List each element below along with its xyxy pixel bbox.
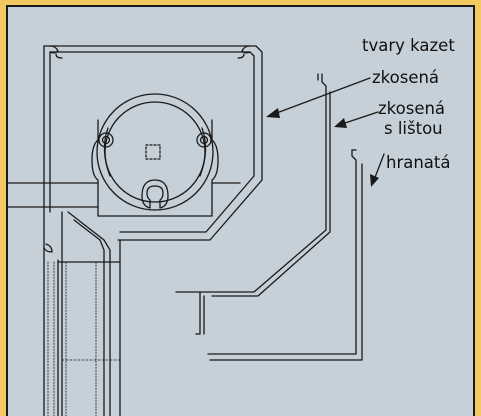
profile-beveled: [175, 73, 331, 335]
label-beveled-with-strip-line1: zkosená: [378, 99, 446, 118]
roller-drum: [91, 93, 219, 217]
label-beveled-with-strip-line2: s lištou: [384, 119, 443, 138]
arrowheads: [266, 108, 379, 187]
label-beveled: zkosená: [372, 68, 440, 87]
guide-rail: [43, 211, 121, 416]
leader-arrows: [273, 77, 385, 181]
diagram-title: tvary kazet: [362, 36, 455, 55]
profile-square: [207, 149, 363, 361]
label-square: hranatá: [386, 153, 451, 172]
axle-line: [7, 182, 241, 208]
cassette-housing: [43, 45, 263, 263]
diagram-panel: [6, 5, 475, 416]
